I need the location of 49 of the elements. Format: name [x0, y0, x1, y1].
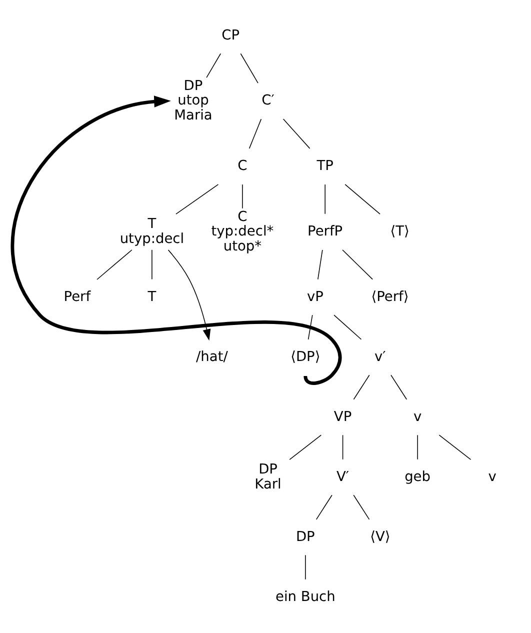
- node-text: T utyp:decl: [120, 216, 184, 247]
- connector: [282, 118, 310, 149]
- node-text: VP: [334, 408, 352, 425]
- connector: [240, 53, 258, 84]
- arrow: [10, 96, 342, 385]
- node-text: ein Buch: [275, 589, 336, 605]
- node-text: ⟨DP⟩: [290, 348, 320, 365]
- node-text: CP: [222, 27, 240, 44]
- node-text: DP: [296, 528, 315, 545]
- connector: [206, 53, 222, 78]
- connector: [308, 314, 313, 340]
- connector: [248, 118, 262, 149]
- node-text: C: [238, 158, 248, 174]
- connector: [316, 494, 332, 520]
- node-text: vP: [307, 288, 324, 305]
- connector: [344, 184, 380, 214]
- connector: [318, 249, 323, 280]
- connector: [176, 184, 219, 214]
- node-text: PerfP: [308, 224, 343, 240]
- node-text: v: [413, 408, 422, 425]
- connector: [242, 184, 243, 209]
- node-text: TP: [316, 158, 334, 174]
- connector: [289, 434, 322, 460]
- node-text: C typ:decl* utop*: [211, 208, 274, 254]
- node-text: ⟨Perf⟩: [371, 288, 409, 305]
- node-text: /hat/: [196, 348, 228, 365]
- node-text: Perf: [64, 288, 91, 305]
- node-text: geb: [404, 468, 431, 485]
- connector: [353, 374, 370, 400]
- connector: [96, 249, 132, 280]
- node-text: ⟨T⟩: [390, 224, 410, 240]
- node-text: v: [488, 468, 496, 485]
- connector: [353, 494, 370, 520]
- node-text: T: [148, 288, 156, 305]
- node-text: ⟨V⟩: [370, 528, 390, 545]
- node-text: DP Karl: [254, 462, 282, 492]
- node-text: v′: [374, 348, 386, 365]
- connector: [417, 434, 418, 460]
- connector: [324, 184, 326, 214]
- node-text: V′: [336, 468, 350, 485]
- connector: [305, 554, 306, 580]
- connector: [342, 249, 373, 280]
- node-text: C′: [262, 92, 274, 109]
- arrow: [168, 250, 211, 341]
- connector: [342, 434, 344, 460]
- connector: [334, 314, 362, 340]
- node-text: DP utop Maria: [174, 78, 212, 124]
- connector: [438, 434, 472, 460]
- connector: [390, 374, 408, 400]
